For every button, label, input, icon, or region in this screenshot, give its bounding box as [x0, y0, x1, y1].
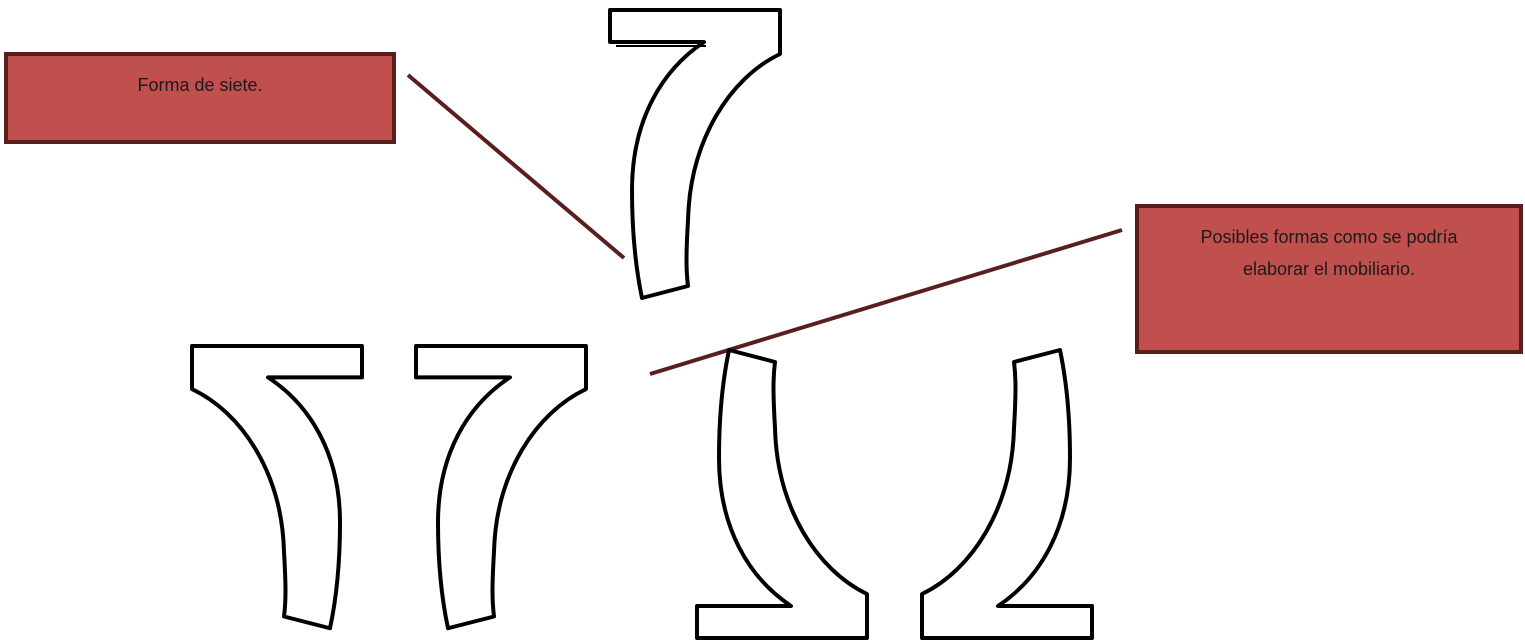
- seven-shape-bottom-1: [192, 346, 362, 628]
- callout-seven-shape: Forma de siete.: [4, 52, 396, 144]
- inverted-seven-shape-2: [922, 350, 1092, 638]
- callout-furniture-forms: Posibles formas como se podría elaborar …: [1135, 204, 1523, 354]
- callout-seven-shape-text: Forma de siete.: [137, 75, 262, 95]
- seven-shape-bottom-2: [416, 346, 586, 628]
- inverted-seven-shape-1: [697, 350, 867, 638]
- callout-furniture-forms-text: Posibles formas como se podría elaborar …: [1200, 227, 1457, 279]
- seven-shape-top: [610, 10, 780, 298]
- connector-line-1: [408, 75, 624, 258]
